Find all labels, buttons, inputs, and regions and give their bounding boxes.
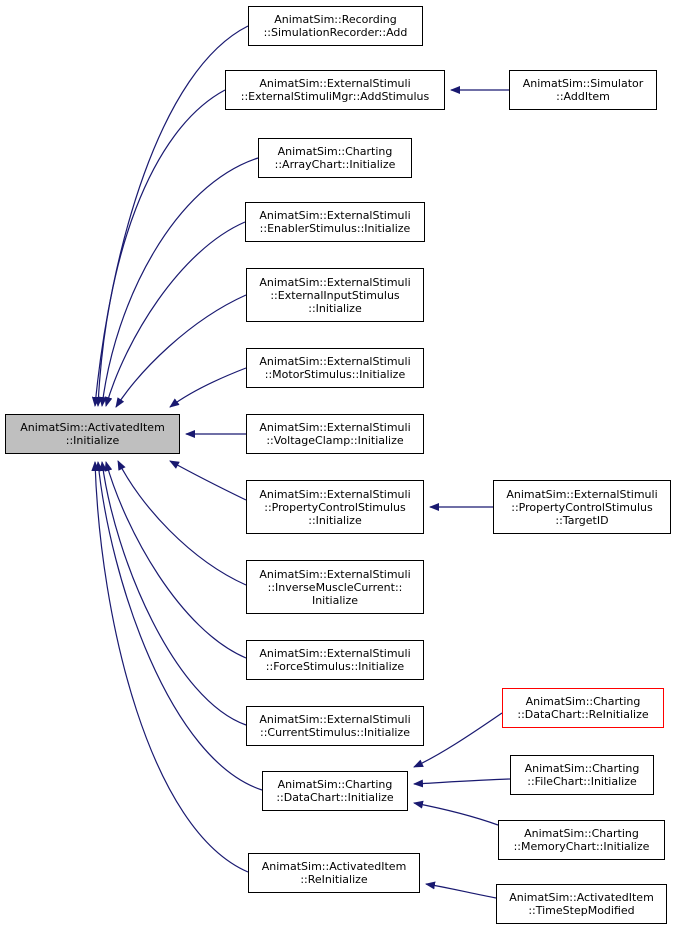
edge-n8-root: [169, 460, 247, 501]
node-label-line: AnimatSim::Charting: [277, 145, 393, 158]
node-label-line: AnimatSim::Charting: [524, 762, 640, 775]
edge-n11-root: [99, 461, 247, 726]
node-label-line: AnimatSim::Charting: [524, 827, 639, 840]
node-label-line: ::DataChart::ReInitialize: [517, 708, 649, 721]
node-activateditem-initialize: AnimatSim::ActivatedItem::Initialize: [5, 414, 180, 454]
node-label-line: ::ForceStimulus::Initialize: [265, 660, 405, 673]
node-label-line: ::TargetID: [555, 513, 609, 527]
node-label-line: ::ReInitialize: [300, 873, 368, 886]
node-label-line: AnimatSim::Charting: [277, 778, 393, 791]
node-label-line: AnimatSim::ExternalStimuli: [259, 647, 411, 660]
node-label-line: ::SimulationRecorder::Add: [263, 26, 408, 39]
node-label-line: ::Initialize: [308, 513, 362, 527]
node-label-line: ::VoltageClamp::Initialize: [266, 434, 404, 447]
node-label-line: ::Initialize: [308, 301, 362, 315]
node-propertycontrolstimulus-targetid[interactable]: AnimatSim::ExternalStimuli::PropertyCont…: [493, 480, 671, 534]
node-arraychart-initialize[interactable]: AnimatSim::Charting::ArrayChart::Initial…: [258, 138, 412, 178]
node-label-line: Initialize: [311, 593, 359, 607]
node-inversemusclecurrent-initialize[interactable]: AnimatSim::ExternalStimuli::InverseMuscl…: [246, 560, 424, 614]
node-enablerstimulus-initialize[interactable]: AnimatSim::ExternalStimuli::EnablerStimu…: [245, 202, 425, 242]
node-label-line: ::InverseMuscleCurrent::: [267, 580, 403, 594]
node-motorstimulus-initialize[interactable]: AnimatSim::ExternalStimuli::MotorStimulu…: [246, 348, 424, 388]
node-label-line: AnimatSim::ExternalStimuli: [259, 421, 411, 434]
edge-n4-root: [104, 221, 246, 407]
node-label-line: AnimatSim::ExternalStimuli: [259, 713, 411, 726]
node-label-line: AnimatSim::ExternalStimuli: [259, 567, 411, 581]
edge-n9-root: [117, 460, 247, 586]
node-externalinputstimulus-initialize[interactable]: AnimatSim::ExternalStimuli::ExternalInpu…: [246, 268, 424, 322]
node-simulator-additem[interactable]: AnimatSim::Simulator::AddItem: [509, 70, 657, 110]
node-label-line: AnimatSim::Charting: [525, 695, 641, 708]
edge-n12c-n12: [413, 800, 499, 826]
node-label-line: AnimatSim::ExternalStimuli: [506, 487, 658, 501]
edge-n6-root: [169, 367, 247, 408]
node-filechart-initialize[interactable]: AnimatSim::Charting::FileChart::Initiali…: [510, 755, 654, 795]
edge-n12a-n12: [413, 712, 503, 768]
node-label-line: AnimatSim::ActivatedItem: [261, 860, 407, 873]
node-label-line: ::PropertyControlStimulus: [264, 500, 406, 514]
node-label-line: AnimatSim::ExternalStimuli: [259, 77, 411, 90]
node-externalstimulimgr-addstimulus[interactable]: AnimatSim::ExternalStimuli::ExternalStim…: [225, 70, 445, 110]
edges-layer: [91, 25, 511, 899]
node-label-line: ::MemoryChart::Initialize: [513, 840, 650, 853]
node-label-line: ::DataChart::Initialize: [276, 791, 394, 804]
edge-n5-root: [115, 294, 247, 408]
node-label-line: ::EnablerStimulus::Initialize: [259, 222, 411, 235]
node-label-line: AnimatSim::ExternalStimuli: [259, 275, 411, 289]
node-voltageclamp-initialize[interactable]: AnimatSim::ExternalStimuli::VoltageClamp…: [246, 414, 424, 454]
edge-n13a-n13: [425, 881, 497, 899]
node-memorychart-initialize[interactable]: AnimatSim::Charting::MemoryChart::Initia…: [498, 820, 665, 860]
node-label-line: AnimatSim::Recording: [274, 13, 397, 26]
edge-n13-root: [91, 461, 249, 873]
edge-n3-root: [99, 157, 259, 407]
edge-n2-root: [94, 89, 226, 407]
edge-n12b-n12: [413, 778, 511, 788]
node-datachart-initialize[interactable]: AnimatSim::Charting::DataChart::Initiali…: [262, 771, 408, 811]
edge-n12-root: [94, 461, 263, 791]
node-label-line: AnimatSim::ExternalStimuli: [259, 209, 411, 222]
node-label-line: ::ArrayChart::Initialize: [274, 158, 396, 171]
node-label-line: AnimatSim::ExternalStimuli: [259, 355, 411, 368]
edge-n10-root: [104, 461, 247, 659]
node-activateditem-timestepmodified[interactable]: AnimatSim::ActivatedItem::TimeStepModifi…: [496, 884, 667, 924]
node-label-line: AnimatSim::ExternalStimuli: [259, 487, 411, 501]
node-label-line: AnimatSim::ActivatedItem: [20, 421, 165, 434]
node-label-line: ::AddItem: [556, 90, 610, 103]
node-datachart-reinitialize[interactable]: AnimatSim::Charting::DataChart::ReInitia…: [502, 688, 664, 728]
node-propertycontrolstimulus-initialize[interactable]: AnimatSim::ExternalStimuli::PropertyCont…: [246, 480, 424, 534]
node-label-line: ::PropertyControlStimulus: [511, 500, 653, 514]
node-label-line: ::CurrentStimulus::Initialize: [260, 726, 410, 739]
node-label-line: ::ExternalInputStimulus: [270, 288, 400, 302]
node-label-line: ::TimeStepModified: [528, 904, 635, 917]
node-label-line: ::Initialize: [65, 434, 120, 447]
node-label-line: AnimatSim::Simulator: [522, 77, 644, 90]
node-label-line: ::FileChart::Initialize: [527, 775, 637, 788]
node-label-line: ::MotorStimulus::Initialize: [264, 368, 406, 381]
node-currentstimulus-initialize[interactable]: AnimatSim::ExternalStimuli::CurrentStimu…: [246, 706, 424, 746]
node-label-line: AnimatSim::ActivatedItem: [509, 891, 654, 904]
node-forcestimulus-initialize[interactable]: AnimatSim::ExternalStimuli::ForceStimulu…: [246, 640, 424, 680]
node-activateditem-reinitialize[interactable]: AnimatSim::ActivatedItem::ReInitialize: [248, 853, 420, 893]
node-simulationrecorder-add[interactable]: AnimatSim::Recording::SimulationRecorder…: [248, 6, 423, 46]
node-label-line: ::ExternalStimuliMgr::AddStimulus: [240, 90, 430, 103]
